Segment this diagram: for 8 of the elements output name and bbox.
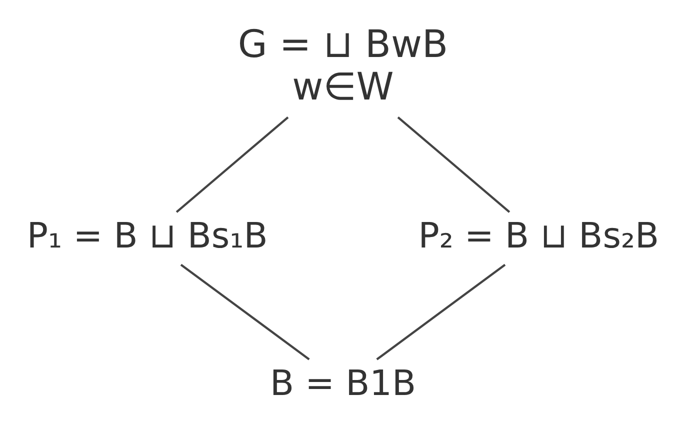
node-text: P₂ = B ⊔ Bs₂B — [418, 215, 660, 256]
connector — [180, 264, 310, 360]
node-text: B = B1B — [270, 362, 416, 404]
connector — [176, 116, 289, 213]
node-text: P₁ = B ⊔ Bs₁B — [26, 215, 268, 256]
node-text: G = ⊔ BwB w∈W — [238, 22, 448, 108]
connector — [376, 264, 506, 360]
connector — [397, 116, 510, 213]
